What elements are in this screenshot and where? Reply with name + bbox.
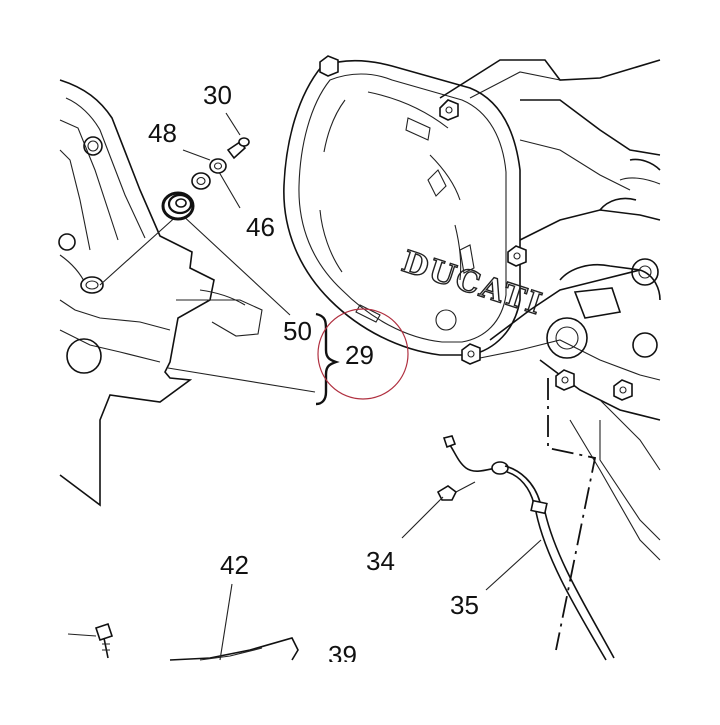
engine-case bbox=[439, 59, 661, 561]
part-label-35: 35 bbox=[450, 590, 479, 620]
part-label-50: 50 bbox=[283, 316, 312, 346]
case-bolts bbox=[319, 55, 633, 401]
clutch-cover: DUCATI bbox=[283, 59, 548, 356]
routing-dash-line bbox=[547, 378, 597, 651]
bolt bbox=[507, 245, 527, 267]
bolt bbox=[319, 55, 339, 77]
clip-34 bbox=[436, 481, 476, 501]
part-label-30: 30 bbox=[203, 80, 232, 110]
part-labels: 30 48 46 50 29 42 39 34 35 bbox=[148, 80, 479, 670]
bolt bbox=[555, 369, 575, 391]
part-label-34: 34 bbox=[366, 546, 395, 576]
grommet-50 bbox=[161, 191, 195, 221]
fastener-stack bbox=[161, 137, 250, 221]
brace-29 bbox=[315, 312, 340, 406]
washer-46 bbox=[191, 172, 211, 190]
cable-35 bbox=[442, 435, 615, 661]
highlight-circle bbox=[317, 308, 409, 400]
leader-lines-right bbox=[219, 496, 542, 661]
part-label-42: 42 bbox=[220, 550, 249, 580]
bottom-crop-mask bbox=[0, 662, 720, 720]
lower-parts bbox=[67, 622, 299, 661]
part-label-46: 46 bbox=[246, 212, 275, 242]
frame-bracket bbox=[58, 79, 263, 507]
screw-30 bbox=[226, 137, 250, 160]
right-crop-mask bbox=[661, 0, 720, 720]
screw-lower bbox=[94, 622, 114, 659]
leader-lines-left bbox=[99, 112, 316, 393]
part-label-29: 29 bbox=[345, 340, 374, 370]
part-label-48: 48 bbox=[148, 118, 177, 148]
bolt bbox=[613, 379, 633, 401]
washer-48 bbox=[209, 158, 227, 174]
bolt bbox=[439, 99, 459, 121]
bolt bbox=[461, 343, 481, 365]
